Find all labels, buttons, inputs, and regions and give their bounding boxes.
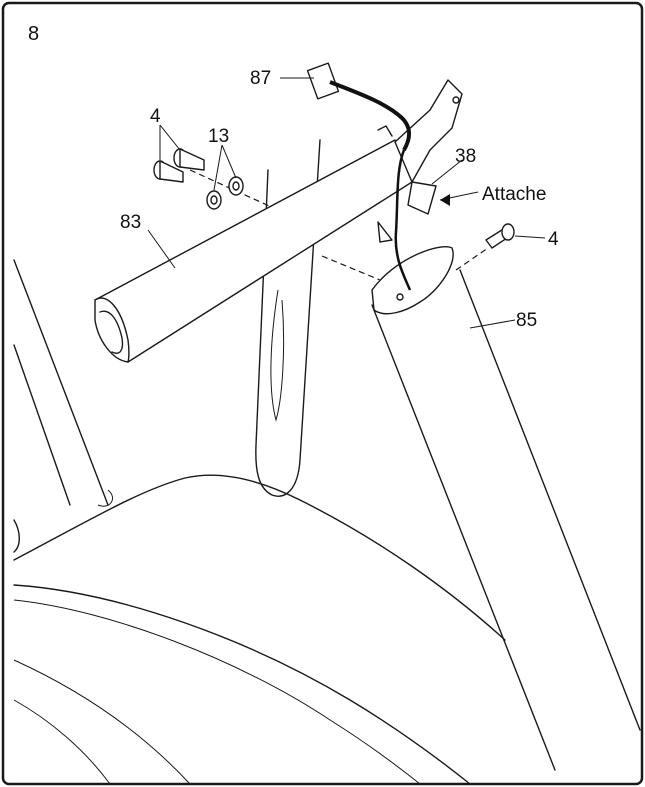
washer-13-left[interactable] — [206, 190, 222, 210]
callout-bracket-38: 38 — [455, 146, 476, 167]
washer-13-right[interactable] — [228, 176, 244, 196]
callout-tube-83: 83 — [120, 212, 141, 233]
console-base — [13, 474, 506, 785]
screw-4-lower[interactable] — [153, 160, 184, 183]
bracket-38[interactable] — [377, 79, 463, 243]
callout-wire-87: 87 — [250, 68, 271, 89]
left-support — [13, 259, 113, 507]
step-number: 8 — [28, 23, 39, 45]
wire-87[interactable] — [306, 62, 412, 291]
screw-4-right[interactable] — [485, 223, 515, 249]
callout-washers-13: 13 — [208, 126, 229, 147]
callout-screw-4-right: 4 — [548, 229, 559, 250]
tube-83[interactable] — [94, 139, 413, 363]
leader-lines — [147, 77, 546, 329]
callout-leg-85: 85 — [516, 310, 537, 331]
callout-tie-attache: Attache — [482, 184, 546, 205]
screw-4-upper[interactable] — [173, 148, 205, 171]
callout-screws-4: 4 — [150, 106, 161, 127]
center-upright — [255, 139, 321, 497]
leg-85[interactable] — [371, 246, 641, 771]
